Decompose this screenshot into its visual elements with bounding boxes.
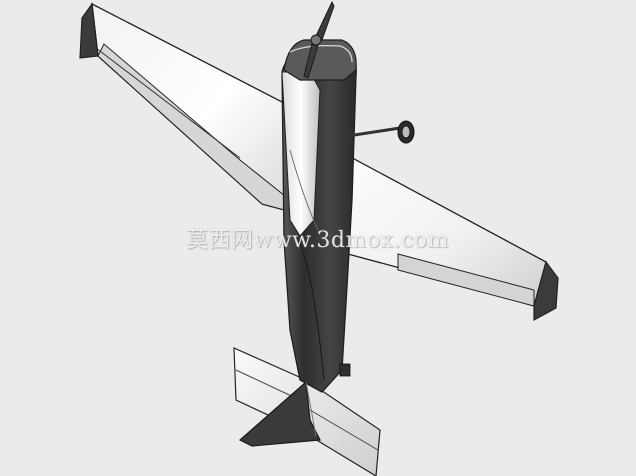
right-wing xyxy=(325,144,559,322)
fuselage xyxy=(281,49,357,393)
left-wing xyxy=(79,2,293,213)
landing-gear xyxy=(347,120,415,144)
propeller xyxy=(303,0,335,79)
tail-wheel xyxy=(339,363,351,377)
engine-cowling xyxy=(283,39,357,81)
vertical-fin xyxy=(238,380,321,447)
